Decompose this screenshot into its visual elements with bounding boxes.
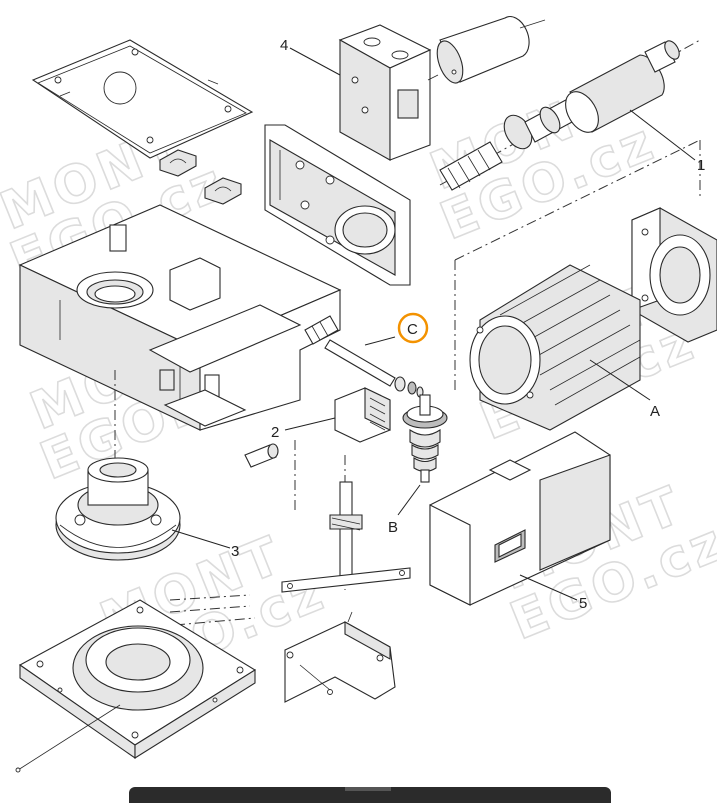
highlight-circle (397, 312, 429, 344)
base-plate (15, 599, 257, 773)
label-part-1: 1 (697, 157, 705, 174)
part-3-large-gear: 3 (55, 457, 239, 561)
part-B-gear-worm: B (388, 394, 448, 536)
label-part-C: C (407, 321, 418, 338)
bottom-toolbar-strip (129, 787, 611, 803)
main-housing (18, 204, 342, 431)
toolbar-slot (345, 787, 391, 791)
capacitor (427, 16, 546, 84)
part-5-cover-housing: 5 (429, 431, 611, 612)
label-part-B: B (388, 519, 398, 536)
base-guide-dash (169, 594, 256, 626)
mounting-frame (264, 124, 411, 286)
label-part-A: A (650, 403, 660, 420)
part-C-worm-shaft: C (304, 312, 429, 398)
label-part-3: 3 (231, 543, 239, 560)
bushing (244, 443, 279, 468)
motor-envelope-dash (454, 139, 701, 390)
output-shaft (281, 481, 411, 593)
label-part-5: 5 (579, 595, 587, 612)
part-1-rotor-shaft: 1 (439, 39, 705, 191)
part-4-terminal-block: 4 (280, 24, 432, 161)
label-part-4: 4 (280, 37, 288, 54)
cover-plate (31, 39, 254, 159)
lever-bracket (284, 611, 396, 703)
label-part-2: 2 (271, 424, 279, 441)
part-2-limit-switch: 2 (271, 387, 391, 443)
motor-end-cap (631, 207, 717, 343)
clip-parts (159, 149, 242, 205)
part-A-stator-housing: A (469, 264, 660, 431)
